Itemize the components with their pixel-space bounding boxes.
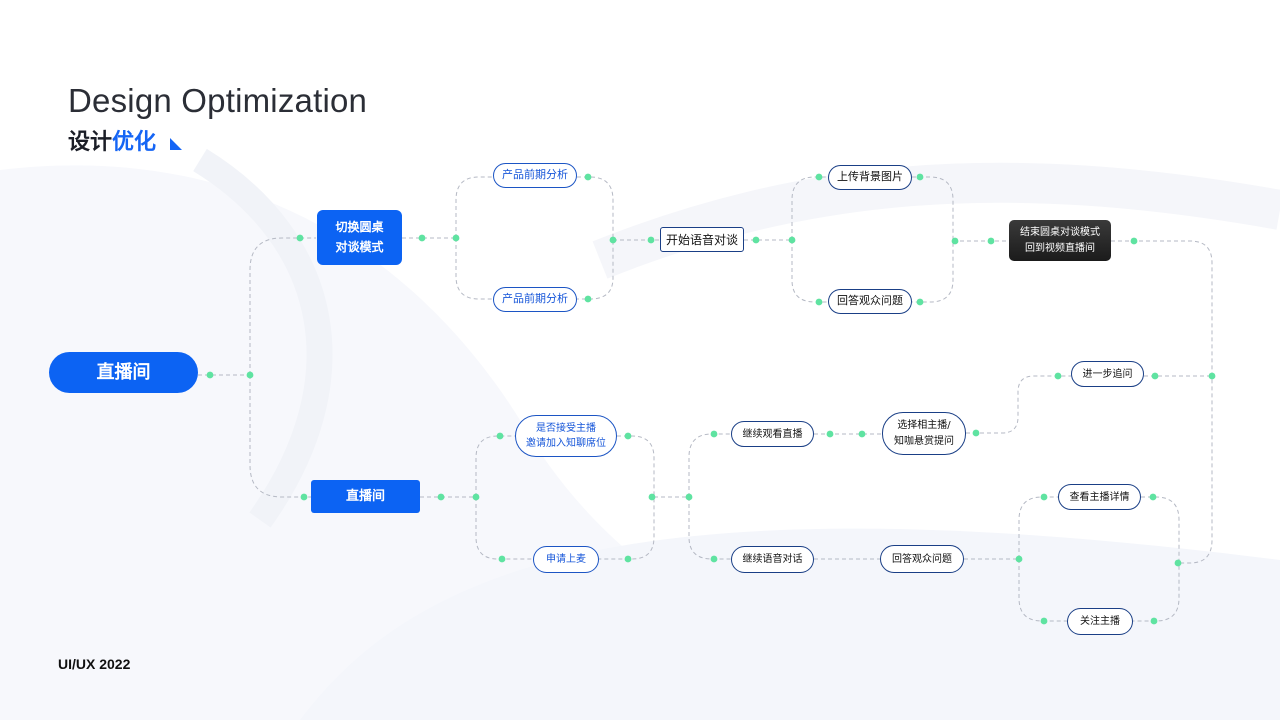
page-title-en: Design Optimization [68,82,368,119]
node-accept-invite[interactable]: 是否接受主播 邀请加入知聊席位 [515,415,617,457]
connector-accept-merge [599,435,655,560]
connector-dot [858,430,866,438]
node-end-roundtable[interactable]: 结束圆桌对谈模式 回到视频直播间 [1009,220,1111,261]
node-start-voice[interactable]: 开始语音对谈 [660,227,744,252]
connector-dot [1040,617,1048,625]
title-cn-main: 设计 [68,130,113,155]
node-switch-roundtable[interactable]: 切换圆桌 对谈模式 [317,210,402,265]
connector-upload-merge [912,176,954,303]
connector-dot [1130,237,1138,245]
connector-dot [300,493,308,501]
footer-label: UI/UX 2022 [58,656,131,672]
node-continue-watch[interactable]: 继续观看直播 [731,421,814,447]
connector-to-continue-voice [688,497,731,560]
connector-dot [584,173,592,181]
connector-dot [752,236,760,244]
connector-dot [246,371,254,379]
connector-end-to-right-bus [1111,240,1213,564]
connector-dot [1149,493,1157,501]
node-select-host[interactable]: 选择相主播/ 知咖悬赏提问 [882,412,966,455]
connector-dot [1174,559,1182,567]
connector-select-to-further [966,375,1071,434]
node-answer-bottom[interactable]: 回答观众问题 [880,545,964,573]
connector-dot [452,234,460,242]
connector-dot [710,430,718,438]
connector-dot [624,555,632,563]
connector-to-upload-bg [791,176,828,240]
connector-root-to-switch [249,237,316,375]
connector-dot [437,493,445,501]
connector-dot [987,237,995,245]
connector-dot [584,295,592,303]
connector-to-accept-invite [475,435,515,497]
node-view-host[interactable]: 查看主播详情 [1058,484,1141,510]
connector-dot [647,236,655,244]
connector-dot [648,493,656,501]
connector-dot [1054,372,1062,380]
node-analysis-top[interactable]: 产品前期分析 [493,163,577,188]
node-live-room[interactable]: 直播间 [311,480,420,513]
connector-dot [710,555,718,563]
page-title-cn: 设计优化 [68,124,156,156]
connector-dot [815,298,823,306]
connector-lines [198,176,1213,622]
connector-dot [916,173,924,181]
connector-to-analysis-bottom [455,238,493,300]
node-upload-bg[interactable]: 上传背景图片 [828,165,912,190]
connector-to-apply-mic [475,497,533,560]
node-apply-mic[interactable]: 申请上麦 [533,546,599,573]
connector-host-merge [1133,496,1180,622]
connector-dot [916,298,924,306]
connector-dot [951,237,959,245]
connector-dot [498,555,506,563]
title-cn-accent: 优化 [112,130,157,155]
node-root-live-room[interactable]: 直播间 [49,352,198,393]
connector-dot [815,173,823,181]
connector-dot [1150,617,1158,625]
connector-dot [1015,555,1023,563]
connector-dot [496,432,504,440]
connector-dot [609,236,617,244]
connector-to-analysis-top [455,176,493,238]
connector-dot [788,236,796,244]
connector-dot [685,493,693,501]
connector-dot [1040,493,1048,501]
connector-analysis-top-merge [577,176,614,300]
connector-dot [624,432,632,440]
connector-dot [472,493,480,501]
connector-dot [296,234,304,242]
connector-dot [972,429,980,437]
connector-root-to-live [249,375,311,498]
node-answer-top[interactable]: 回答观众问题 [828,289,912,314]
connector-dot [418,234,426,242]
connector-to-follow-host [1018,559,1067,622]
node-analysis-bottom[interactable]: 产品前期分析 [493,287,577,312]
connector-dots [206,173,1216,625]
node-further-ask[interactable]: 进一步追问 [1071,361,1144,387]
connector-to-view-host [1018,496,1058,559]
connector-to-continue-watch [688,433,731,497]
connector-dot [1151,372,1159,380]
connector-dot [1208,372,1216,380]
node-follow-host[interactable]: 关注主播 [1067,608,1133,635]
node-continue-voice[interactable]: 继续语音对话 [731,546,814,573]
corner-triangle-icon [170,138,182,150]
connector-dot [206,371,214,379]
connector-to-answer-top [791,240,828,303]
connector-dot [826,430,834,438]
